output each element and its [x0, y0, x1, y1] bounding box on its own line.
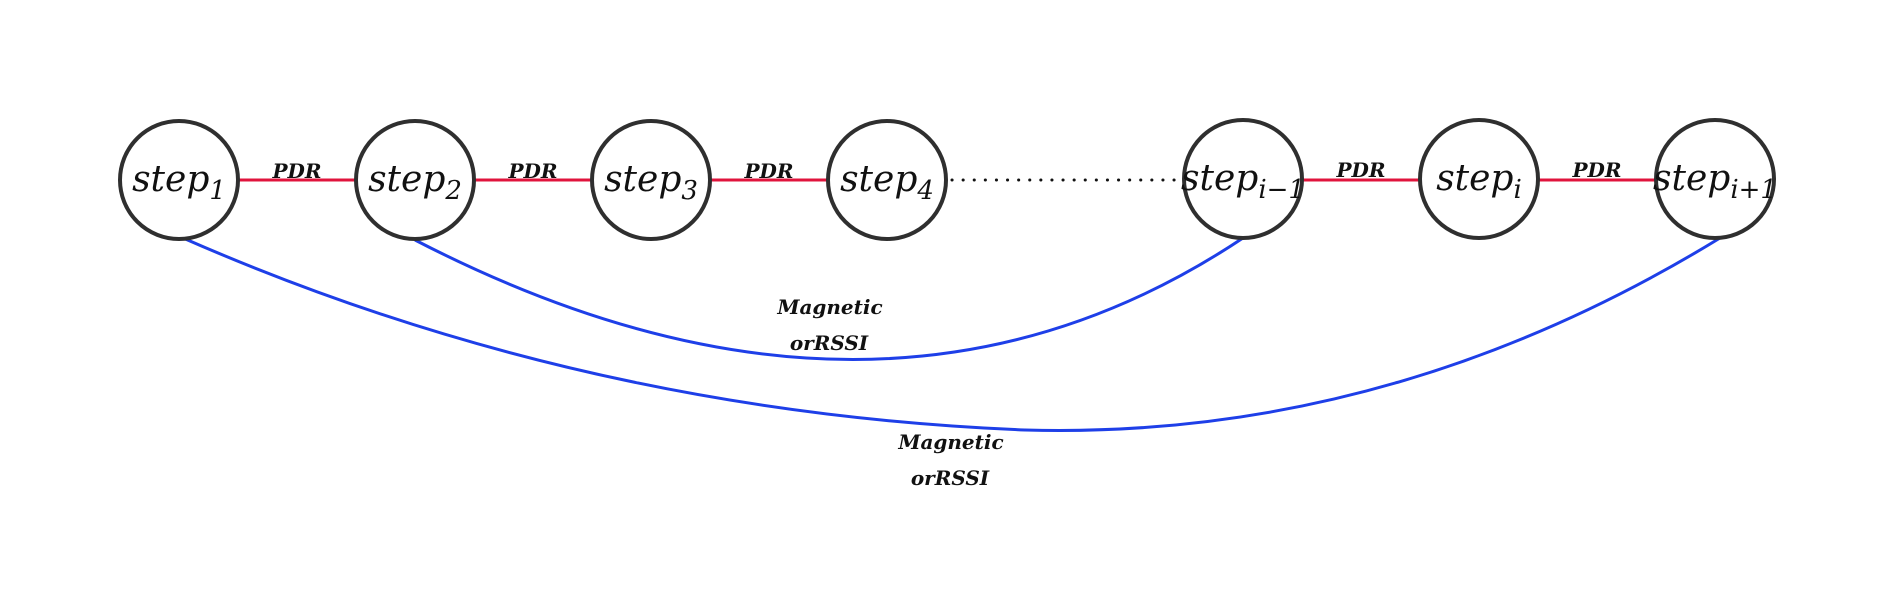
pdr-label-i-minus-1-i: PDR — [1335, 158, 1385, 182]
node-label-base: step — [1436, 158, 1513, 199]
node-label-sub: i−1 — [1258, 175, 1305, 205]
node-label-base: step — [604, 159, 681, 200]
pdr-label-i-i-plus-1: PDR — [1571, 158, 1621, 182]
node-step-1: step1 — [118, 119, 240, 241]
svg-text:stepi+1: stepi+1 — [1653, 158, 1777, 205]
node-label-base: step — [368, 159, 445, 200]
node-step-i-plus-1: stepi+1 — [1653, 118, 1777, 240]
magnetic-label-outer-line1: Magnetic — [897, 430, 1003, 454]
node-label-sub: 1 — [209, 176, 226, 206]
svg-text:step4: step4 — [840, 159, 934, 206]
node-step-2: step2 — [354, 119, 476, 241]
node-label-base: step — [1653, 158, 1730, 199]
pdr-label-2-3: PDR — [507, 159, 557, 183]
magnetic-label-inner-line1: Magnetic — [776, 295, 882, 319]
node-label-sub: i+1 — [1730, 175, 1777, 205]
magnetic-label-outer-line2: orRSSI — [911, 466, 990, 490]
node-label-base: step — [132, 159, 209, 200]
pdr-label-1-2: PDR — [271, 159, 321, 183]
node-label-base: step — [1181, 158, 1258, 199]
node-step-4: step4 — [826, 119, 948, 241]
magnetic-edge-step1-to-step-i-plus-1 — [182, 236, 1721, 432]
node-step-i: stepi — [1418, 118, 1540, 240]
node-label-sub: 2 — [444, 176, 462, 206]
svg-text:stepi: stepi — [1436, 158, 1522, 205]
magnetic-label-inner-line2: orRSSI — [790, 331, 869, 355]
svg-text:step1: step1 — [132, 159, 226, 206]
svg-text:step3: step3 — [604, 159, 698, 206]
magnetic-edge-step2-to-step-i-minus-1 — [414, 236, 1244, 361]
node-step-i-minus-1: stepi−1 — [1181, 118, 1305, 240]
node-label-sub: i — [1513, 175, 1521, 205]
pdr-label-3-4: PDR — [743, 159, 793, 183]
svg-text:stepi−1: stepi−1 — [1181, 158, 1305, 205]
node-label-base: step — [840, 159, 917, 200]
svg-text:step2: step2 — [368, 159, 462, 206]
node-label-sub: 3 — [681, 176, 698, 206]
node-step-3: step3 — [590, 119, 712, 241]
node-label-sub: 4 — [916, 176, 934, 206]
